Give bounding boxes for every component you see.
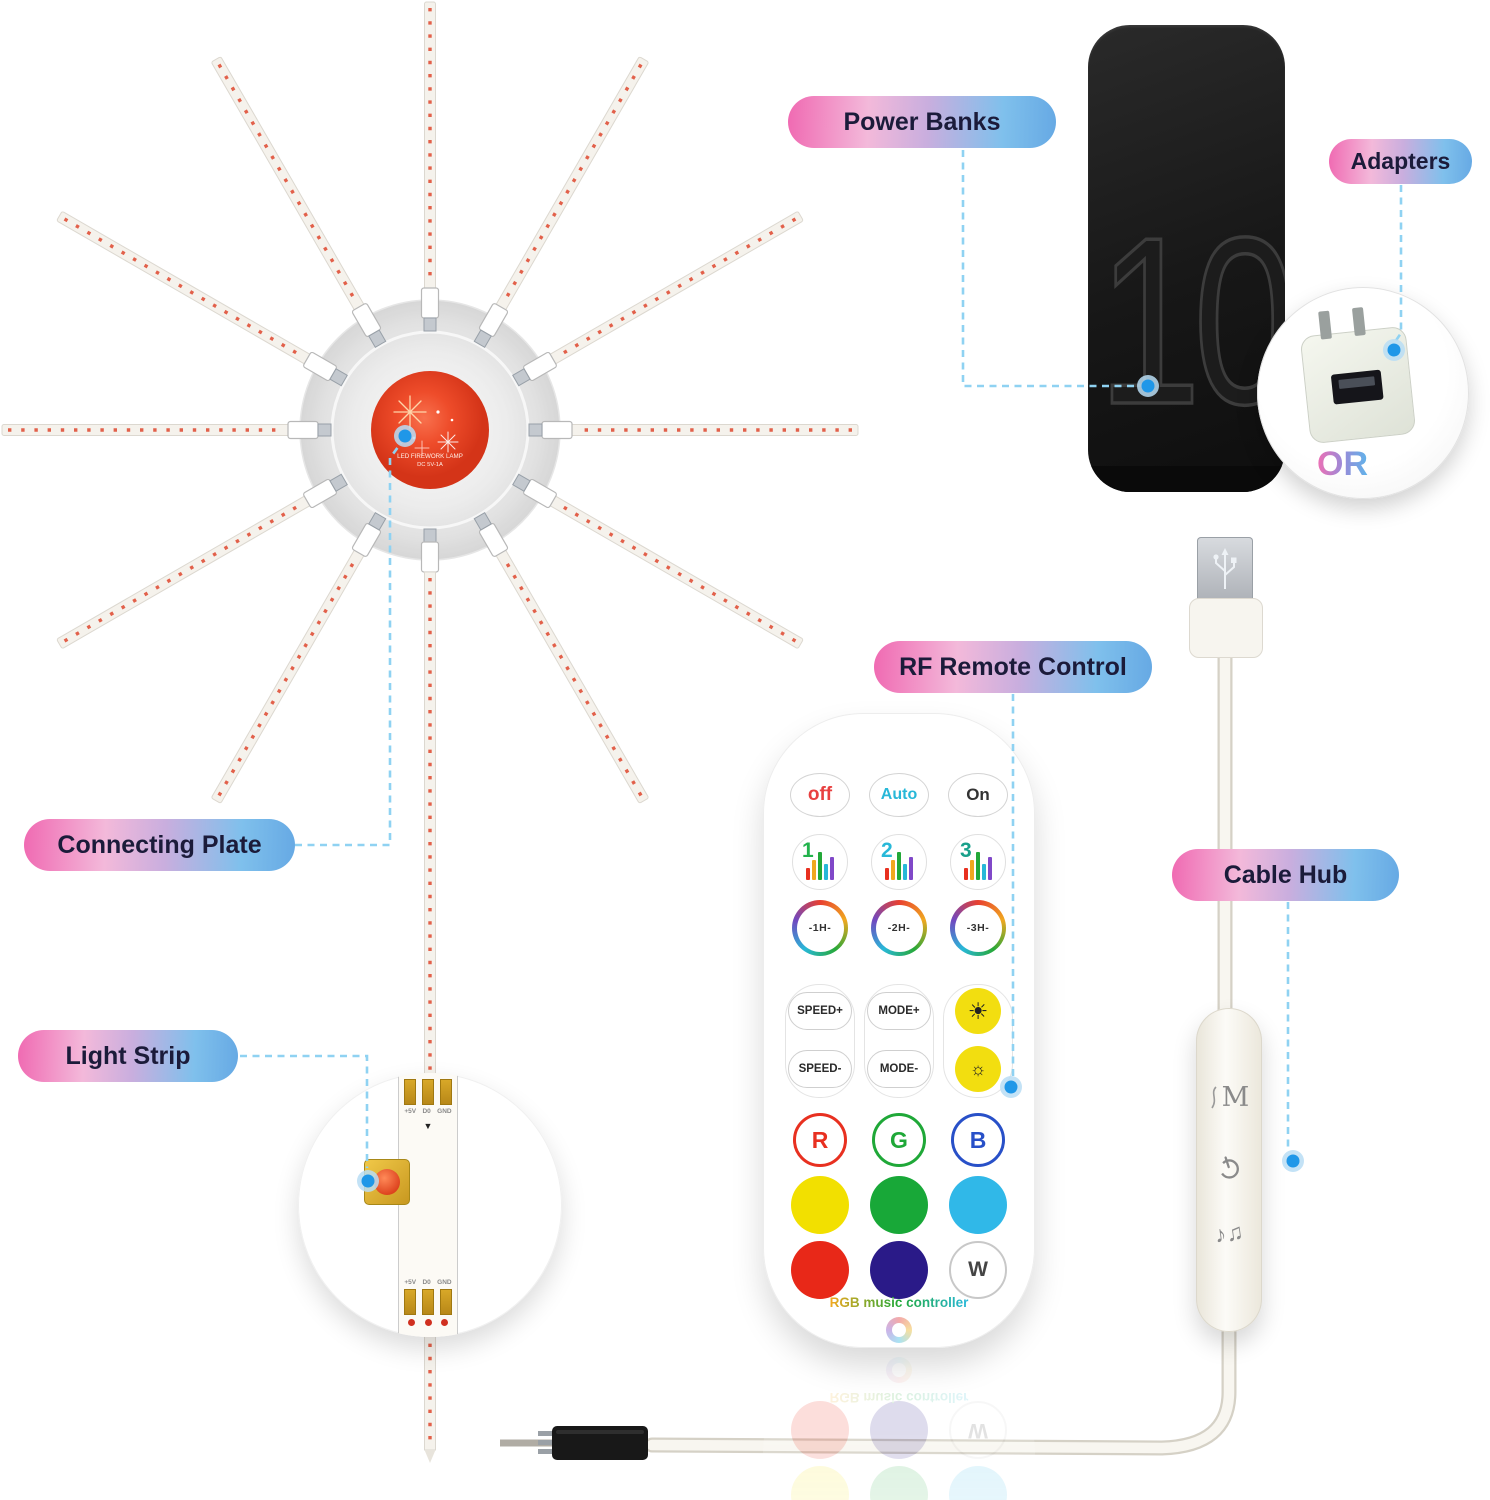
cable-hub-device: M ♪♫: [1196, 1008, 1262, 1332]
remote-navy-button: [870, 1401, 928, 1459]
remote-mode-minus-button: MODE-: [867, 1050, 931, 1088]
adapter-detail-circle: OR: [1257, 287, 1469, 499]
remote-red-channel-button: R: [793, 1113, 847, 1167]
led-chip: [364, 1159, 410, 1205]
remote-on-button: On: [948, 773, 1008, 817]
firework-sparks-icon: [393, 395, 459, 456]
remote-music-mode-1-button: 1: [792, 834, 848, 890]
lamp-core-label-line2: DC 5V-1A: [417, 462, 443, 468]
lamp-core-label-line1: LED FIREWORK LAMP: [397, 453, 463, 460]
equalizer-icon: [885, 852, 913, 880]
remote-yellow-button: [791, 1176, 849, 1234]
remote-timer-2h-button: -2H-: [871, 900, 927, 956]
hub-cable: [644, 1312, 1237, 1456]
remote-reflection: off Auto On 1 2 3 -1H- -2H- -3H- SPEED+ …: [763, 1352, 1035, 1500]
usb-wall-adapter: [1299, 307, 1417, 445]
callout-power-banks: Power Banks: [788, 96, 1056, 148]
remote-brand-text: RGB music controller: [763, 1295, 1035, 1310]
solder-dots: [398, 1319, 458, 1326]
remote-timer-3h-button: -3H-: [950, 900, 1006, 956]
remote-control: off Auto On 1 2 3 -1H- -2H- -3H- SPEED+ …: [763, 713, 1035, 1348]
button-group-outline: [864, 984, 934, 1098]
usb-port: [1330, 369, 1384, 405]
sun-bright-icon: ☀: [967, 997, 989, 1024]
usb-port-tongue: [1338, 376, 1376, 389]
callout-rf-remote-control: RF Remote Control: [874, 641, 1152, 693]
led-dome: [374, 1169, 400, 1195]
squiggle-icon: [1210, 1085, 1217, 1108]
callout-adapters: Adapters: [1329, 139, 1472, 184]
brand-logo-icon: [886, 1357, 912, 1383]
remote-red-button: [791, 1241, 849, 1299]
remote-speed-plus-button: SPEED+: [788, 992, 852, 1030]
remote-mode-plus-button: MODE+: [867, 992, 931, 1030]
remote-off-button: off: [790, 773, 850, 817]
remote-cyan-button: [949, 1466, 1007, 1500]
music-note-icon: ♪♫: [1212, 1218, 1245, 1248]
remote-green-button: [870, 1176, 928, 1234]
callout-cable-hub: Cable Hub: [1172, 849, 1399, 901]
remote-navy-button: [870, 1241, 928, 1299]
equalizer-icon: [964, 852, 992, 880]
remote-white-button: W: [949, 1401, 1007, 1459]
hub-mode-button: M: [1196, 1082, 1262, 1113]
adapter-prong-icon: [1318, 310, 1332, 340]
lamp-core: [371, 371, 489, 489]
usb-plug-metal: [1197, 537, 1253, 600]
direction-arrow-icon: ▼: [423, 1121, 433, 1131]
solder-pads-bottom: [398, 1289, 458, 1315]
remote-red-button: [791, 1401, 849, 1459]
adapter-prong-icon: [1351, 307, 1366, 337]
remote-cyan-button: [949, 1176, 1007, 1234]
remote-brightness-down-button: ☼: [955, 1046, 1001, 1092]
strip-connector-plug: [500, 1426, 648, 1460]
remote-speed-minus-button: SPEED-: [788, 1050, 852, 1088]
brand-logo-icon: [886, 1317, 912, 1343]
remote-yellow-button: [791, 1466, 849, 1500]
or-label: OR: [1317, 445, 1368, 483]
remote-white-button: W: [949, 1241, 1007, 1299]
sun-dim-icon: ☼: [969, 1058, 987, 1079]
callout-light-strip: Light Strip: [18, 1030, 238, 1082]
solder-pads-top: [398, 1079, 458, 1105]
remote-green-channel-button: G: [872, 1113, 926, 1167]
remote-brightness-up-button: ☀: [955, 988, 1001, 1034]
callout-connecting-plate: Connecting Plate: [24, 819, 295, 871]
remote-brand-text: RGB music controller: [763, 1390, 1035, 1405]
hanging-light-strip: [420, 528, 440, 1463]
remote-timer-1h-button: -1H-: [792, 900, 848, 956]
power-icon: [1196, 1154, 1262, 1182]
usb-plug-body: [1189, 598, 1263, 658]
usb-logo-icon: [1213, 547, 1237, 589]
power-bank: 10: [1088, 25, 1285, 492]
remote-green-button: [870, 1466, 928, 1500]
equalizer-icon: [806, 852, 834, 880]
button-group-outline: [785, 984, 855, 1098]
remote-blue-channel-button: B: [951, 1113, 1005, 1167]
remote-music-mode-2-button: 2: [871, 834, 927, 890]
remote-music-mode-3-button: 3: [950, 834, 1006, 890]
remote-auto-button: Auto: [869, 773, 929, 817]
